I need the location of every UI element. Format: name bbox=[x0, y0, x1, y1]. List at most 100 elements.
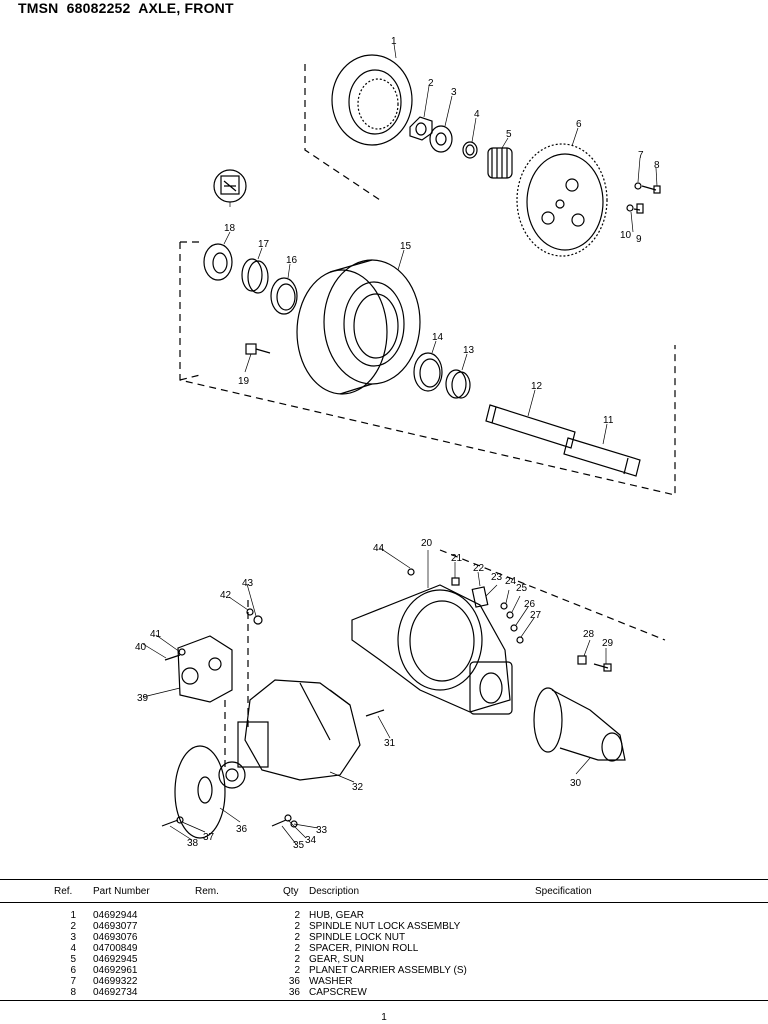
row-qty: 2 bbox=[294, 910, 300, 921]
row-qty: 2 bbox=[294, 943, 300, 954]
row-ref: 1 bbox=[70, 910, 76, 921]
row-ref: 7 bbox=[70, 976, 76, 987]
row-ref: 6 bbox=[70, 965, 76, 976]
part-18-seal-detail bbox=[213, 169, 247, 203]
row-part-number: 04692961 bbox=[93, 965, 138, 976]
callout-40: 40 bbox=[135, 642, 147, 653]
part-16-bearing-cup bbox=[270, 277, 298, 315]
callout-19: 19 bbox=[238, 376, 250, 387]
row-part-number: 04693076 bbox=[93, 932, 138, 943]
part-13-bearing-cone bbox=[445, 369, 471, 399]
callout-27: 27 bbox=[530, 610, 542, 621]
page-number: 1 bbox=[381, 1012, 387, 1023]
part-31-stud bbox=[365, 709, 385, 717]
callout-17: 17 bbox=[258, 239, 270, 250]
part-21-plug bbox=[451, 577, 460, 586]
col-header-ref: Ref. bbox=[54, 886, 73, 897]
row-qty: 2 bbox=[294, 965, 300, 976]
callout-3: 3 bbox=[451, 87, 457, 98]
callout-41: 41 bbox=[150, 629, 162, 640]
callout-16: 16 bbox=[286, 255, 298, 266]
part-1-gear-hub bbox=[331, 54, 413, 146]
callout-12: 12 bbox=[531, 381, 543, 392]
row-qty: 36 bbox=[288, 987, 300, 998]
callout-42: 42 bbox=[220, 590, 232, 601]
callout-35: 35 bbox=[293, 840, 305, 851]
page-title: TMSN 68082252 AXLE, FRONT bbox=[18, 0, 234, 16]
part-20-axle-housing bbox=[351, 584, 513, 715]
callout-33: 33 bbox=[316, 825, 328, 836]
callout-5: 5 bbox=[506, 129, 512, 140]
row-qty: 2 bbox=[294, 921, 300, 932]
part-32-differential-carrier bbox=[237, 679, 361, 781]
table-row: 3 04693076 2 SPINDLE LOCK NUT bbox=[0, 932, 768, 943]
upper-dashed-outline bbox=[304, 64, 381, 201]
part-42-43-fittings bbox=[246, 608, 263, 625]
callout-43: 43 bbox=[242, 578, 254, 589]
callout-1: 1 bbox=[391, 36, 397, 47]
callout-labels: 1 2 3 4 5 6 7 8 9 10 11 12 13 14 15 16 1… bbox=[135, 36, 660, 851]
col-header-description: Description bbox=[309, 886, 360, 897]
row-description: HUB, GEAR bbox=[309, 910, 365, 921]
part-5-sun-gear bbox=[487, 147, 513, 179]
lower-dashed-outline bbox=[439, 549, 666, 641]
part-2-lock-assembly bbox=[409, 116, 433, 141]
part-7-8-washer-capscrew bbox=[634, 182, 661, 194]
exploded-parts-diagram: 1 2 3 4 5 6 7 8 9 10 11 12 13 14 15 16 1… bbox=[135, 36, 676, 851]
part-40-41-bolt bbox=[164, 648, 186, 661]
col-header-rem: Rem. bbox=[195, 886, 219, 897]
part-22-23-plate bbox=[471, 586, 489, 608]
row-part-number: 04699322 bbox=[93, 976, 138, 987]
hub-dashed-outline bbox=[179, 242, 676, 496]
callout-32: 32 bbox=[352, 782, 364, 793]
row-ref: 5 bbox=[70, 954, 76, 965]
callout-4: 4 bbox=[474, 109, 480, 120]
row-ref: 4 bbox=[70, 943, 76, 954]
callout-10: 10 bbox=[620, 230, 632, 241]
row-description: PLANET CARRIER ASSEMBLY (S) bbox=[309, 965, 467, 976]
callout-24: 24 bbox=[505, 576, 517, 587]
row-ref: 3 bbox=[70, 932, 76, 943]
col-header-qty: Qty bbox=[283, 886, 299, 897]
callout-6: 6 bbox=[576, 119, 582, 130]
part-19-capscrew bbox=[245, 343, 271, 355]
row-qty: 2 bbox=[294, 932, 300, 943]
callout-15: 15 bbox=[400, 241, 412, 252]
callout-25: 25 bbox=[516, 583, 528, 594]
table-header-rule bbox=[0, 902, 768, 903]
callout-7: 7 bbox=[638, 150, 644, 161]
part-9-10-washer-capscrew bbox=[626, 203, 644, 214]
callout-23: 23 bbox=[491, 572, 503, 583]
part-15-wheel-hub bbox=[296, 259, 421, 395]
row-description: SPACER, PINION ROLL bbox=[309, 943, 419, 954]
callout-39: 39 bbox=[137, 693, 149, 704]
part-33-35-bolt bbox=[271, 814, 298, 828]
table-row: 5 04692945 2 GEAR, SUN bbox=[0, 954, 768, 965]
callout-13: 13 bbox=[463, 345, 475, 356]
row-ref: 2 bbox=[70, 921, 76, 932]
pinion-gear bbox=[218, 761, 246, 789]
table-row: 4 04700849 2 SPACER, PINION ROLL bbox=[0, 943, 768, 954]
callout-34: 34 bbox=[305, 835, 317, 846]
row-part-number: 04692945 bbox=[93, 954, 138, 965]
callout-8: 8 bbox=[654, 160, 660, 171]
col-header-specification: Specification bbox=[535, 886, 592, 897]
table-row: 7 04699322 36 WASHER bbox=[0, 976, 768, 987]
row-part-number: 04700849 bbox=[93, 943, 138, 954]
callout-36: 36 bbox=[236, 824, 248, 835]
part-11-axle-shaft bbox=[563, 437, 641, 477]
part-17-bearing-cone bbox=[241, 258, 269, 294]
table-top-rule bbox=[0, 879, 768, 880]
part-12-axle-shaft bbox=[485, 404, 576, 449]
row-description: SPINDLE LOCK NUT bbox=[309, 932, 406, 943]
table-row: 1 04692944 2 HUB, GEAR bbox=[0, 910, 768, 921]
callout-29: 29 bbox=[602, 638, 614, 649]
part-39-drive-unit bbox=[177, 635, 233, 703]
part-3-lock-nut bbox=[429, 125, 453, 153]
parts-table-body: 1 04692944 2 HUB, GEAR 2 04693077 2 SPIN… bbox=[0, 910, 768, 998]
callout-38: 38 bbox=[187, 838, 199, 849]
callout-18: 18 bbox=[224, 223, 236, 234]
callout-44: 44 bbox=[373, 543, 385, 554]
table-row: 2 04693077 2 SPINDLE NUT LOCK ASSEMBLY bbox=[0, 921, 768, 932]
table-row: 6 04692961 2 PLANET CARRIER ASSEMBLY (S) bbox=[0, 965, 768, 976]
